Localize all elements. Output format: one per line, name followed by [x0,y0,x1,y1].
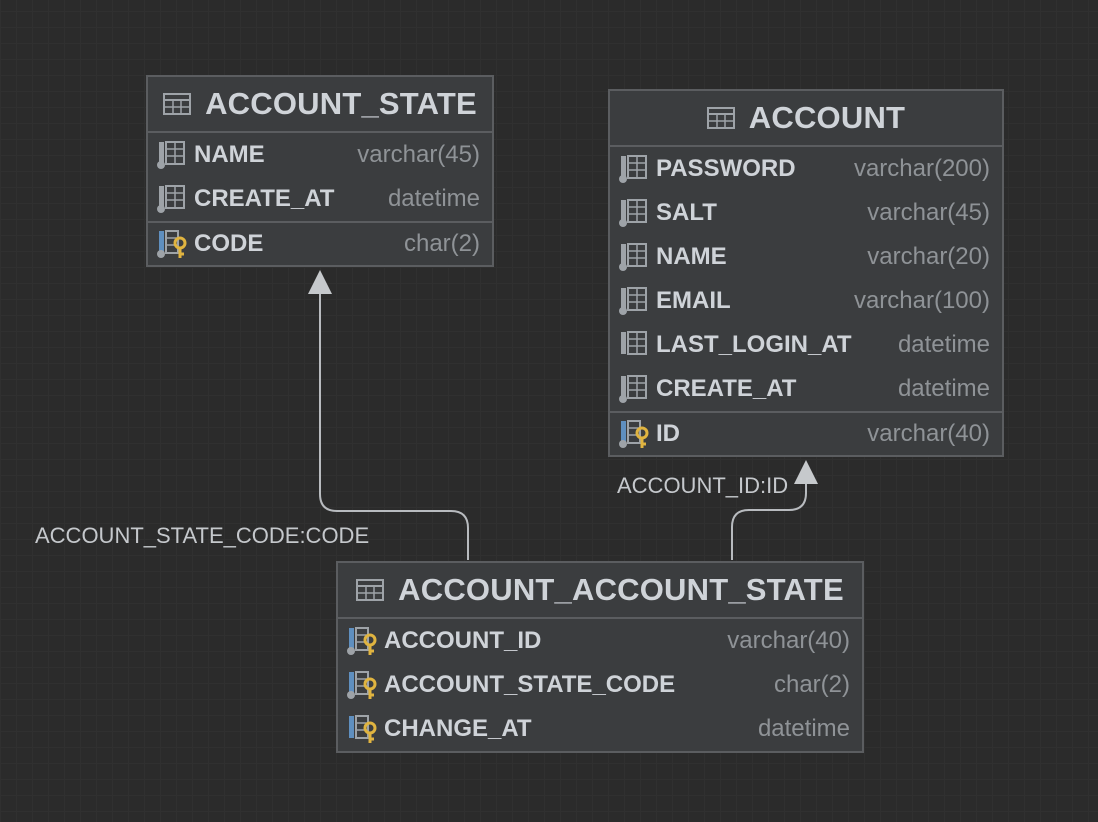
column-row[interactable]: LAST_LOGIN_AT datetime [610,323,1002,367]
table-icon [163,93,192,115]
table-header[interactable]: ACCOUNT [610,91,1002,147]
column-type: varchar(45) [357,141,480,168]
column-name: EMAIL [656,287,731,314]
column-type: varchar(40) [867,420,990,447]
column-icon [157,141,185,169]
column-icon [619,155,647,183]
column-row[interactable]: NAME varchar(20) [610,235,1002,279]
column-type: varchar(40) [727,627,850,654]
column-name: SALT [656,199,717,226]
column-type: char(2) [773,671,850,698]
table-title: ACCOUNT [748,100,906,135]
column-name: PASSWORD [656,155,796,182]
column-type: char(2) [403,230,480,257]
column-name: NAME [656,243,727,270]
edge-line [731,480,807,560]
column-type: datetime [897,375,990,402]
column-type: varchar(20) [867,243,990,270]
column-name: ACCOUNT_ID [384,627,542,654]
column-type: datetime [897,331,990,358]
arrow-head-icon [308,270,332,294]
primary-key-icon [157,230,187,258]
column-row[interactable]: CREATE_AT datetime [610,367,1002,411]
column-name: ACCOUNT_STATE_CODE [384,671,676,698]
primary-key-icon [349,715,377,743]
column-row[interactable]: PASSWORD varchar(200) [610,147,1002,191]
table-icon [356,579,385,601]
key-column-row[interactable]: ACCOUNT_STATE_CODE char(2) [338,663,862,707]
column-name: CREATE_AT [194,185,335,212]
column-row[interactable]: NAME varchar(45) [148,133,492,177]
nullable-column-icon [621,331,647,355]
column-type: datetime [387,185,480,212]
table-header[interactable]: ACCOUNT_STATE [148,77,492,133]
column-name: CREATE_AT [656,375,797,402]
column-name: CODE [194,230,264,257]
table-title: ACCOUNT_STATE [205,86,477,121]
table-header[interactable]: ACCOUNT_ACCOUNT_STATE [338,563,862,619]
edge-account-id[interactable] [731,460,818,560]
table-account[interactable]: ACCOUNT PASSWORD varchar(200) SALT varch… [608,89,1004,457]
key-column-row[interactable]: ACCOUNT_ID varchar(40) [338,619,862,663]
table-icon [706,107,735,129]
column-row[interactable]: EMAIL varchar(100) [610,279,1002,323]
column-type: varchar(100) [853,287,990,314]
column-row[interactable]: SALT varchar(45) [610,191,1002,235]
table-title: ACCOUNT_ACCOUNT_STATE [398,572,844,607]
column-type: datetime [757,715,850,742]
column-row[interactable]: CREATE_AT datetime [148,177,492,221]
column-icon [619,375,647,403]
relation-label-account-state-code: ACCOUNT_STATE_CODE:CODE [35,523,370,548]
primary-key-icon [619,420,649,448]
primary-foreign-key-icon [347,627,377,655]
key-column-row[interactable]: CHANGE_AT datetime [338,707,862,751]
column-name: ID [656,420,680,447]
column-name: NAME [194,141,265,168]
primary-foreign-key-icon [347,671,377,699]
column-icon [157,185,185,213]
column-name: LAST_LOGIN_AT [656,331,852,358]
key-column-row[interactable]: ID varchar(40) [610,411,1002,455]
relation-label-account-id: ACCOUNT_ID:ID [617,473,789,498]
column-icon [619,287,647,315]
column-icon [619,199,647,227]
edge-line [319,290,469,560]
table-account-account-state[interactable]: ACCOUNT_ACCOUNT_STATE ACCOUNT_ID varchar… [336,561,864,753]
edge-account-state-code[interactable] [308,270,469,560]
column-icon [619,243,647,271]
key-column-row[interactable]: CODE char(2) [148,221,492,265]
table-account-state[interactable]: ACCOUNT_STATE NAME varchar(45) CREATE_AT… [146,75,494,267]
column-type: varchar(200) [853,155,990,182]
column-name: CHANGE_AT [384,715,532,742]
column-type: varchar(45) [867,199,990,226]
arrow-head-icon [794,460,818,484]
